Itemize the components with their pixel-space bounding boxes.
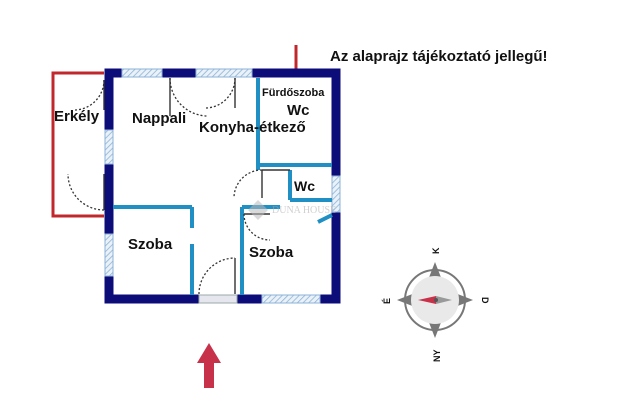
window-left-upper	[104, 129, 114, 165]
window-top-left	[121, 68, 163, 78]
door-gap-bottom	[198, 294, 238, 304]
room-label-bathroom: Fürdőszoba	[262, 87, 325, 99]
window-left-lower	[104, 233, 114, 277]
room-label-wc-lower: Wc	[294, 178, 315, 194]
compass-north-label: K	[431, 247, 441, 254]
compass-rose: K D NY É	[382, 247, 490, 362]
window-right	[331, 175, 341, 213]
compass-needle	[418, 296, 436, 304]
door-leaves	[103, 78, 270, 294]
room-label-kitchen: Konyha-étkező	[199, 119, 306, 136]
compass-south-label: NY	[432, 349, 442, 362]
watermark-logo: DUNA HOUSE	[248, 200, 336, 220]
balcony-outline	[51, 71, 104, 218]
disclaimer-notice: Az alaprajz tájékoztató jellegű!	[330, 48, 548, 65]
compass-east-label: D	[480, 297, 490, 304]
window-top-right	[195, 68, 253, 78]
compass-west-label: É	[382, 298, 392, 304]
room-label-bedroom-right: Szoba	[249, 244, 294, 261]
watermark-text: DUNA HOUSE	[272, 205, 336, 216]
room-label-wc-upper: Wc	[287, 102, 310, 119]
entrance-arrow	[197, 343, 221, 388]
room-label-bedroom-left: Szoba	[128, 236, 173, 253]
inner-walls	[113, 78, 333, 295]
room-label-living: Nappali	[132, 110, 186, 127]
window-bottom-right	[261, 294, 321, 304]
room-label-balcony: Erkély	[54, 108, 100, 125]
